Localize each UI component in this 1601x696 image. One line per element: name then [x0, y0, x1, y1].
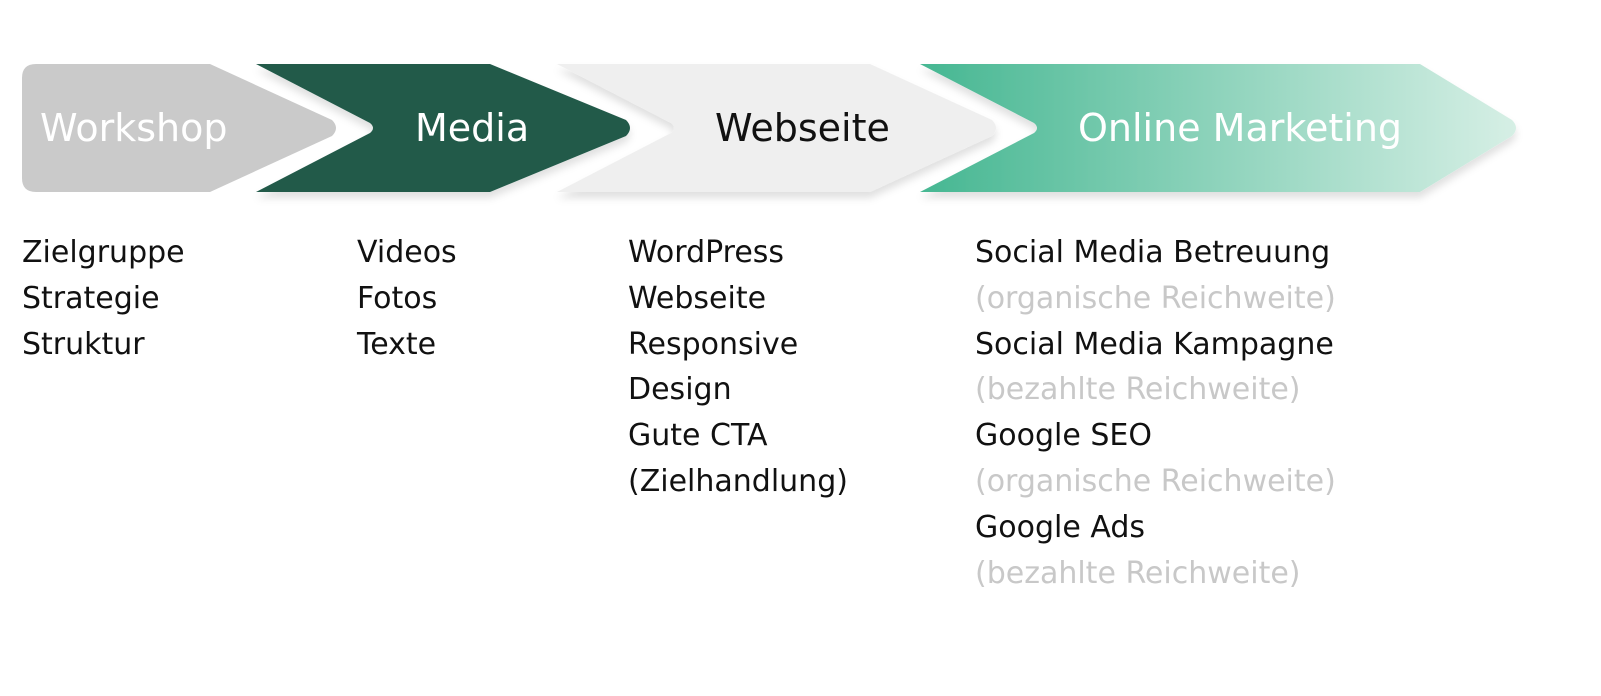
workshop-items: Zielgruppe Strategie Struktur	[22, 230, 185, 367]
list-item-note: (bezahlte Reichweite)	[975, 372, 1301, 408]
list-item: Google Ads	[975, 509, 1145, 545]
chevron-media	[256, 64, 630, 192]
list-item: Gute CTA	[628, 418, 768, 454]
online-marketing-items: Social Media Betreuung (organische Reich…	[975, 230, 1336, 596]
list-item: Design	[628, 372, 732, 408]
list-item-note: (bezahlte Reichweite)	[975, 555, 1301, 591]
step-label-online-marketing: Online Marketing	[1078, 106, 1403, 150]
media-items: Videos Fotos Texte	[357, 230, 457, 367]
webseite-items: WordPress Webseite Responsive Design Gut…	[628, 230, 848, 505]
list-item: Videos	[357, 235, 457, 270]
list-item: Responsive	[628, 326, 799, 362]
chevron-online-marketing	[920, 64, 1516, 192]
list-item: Social Media Betreuung	[975, 235, 1331, 270]
list-item: Social Media Kampagne	[975, 326, 1334, 362]
list-item: Fotos	[357, 280, 438, 316]
list-item: Strategie	[22, 280, 160, 316]
list-item: WordPress	[628, 235, 785, 270]
list-item-note: (organische Reichweite)	[975, 463, 1336, 499]
list-item: (Zielhandlung)	[628, 463, 848, 499]
step-label-webseite: Webseite	[715, 106, 890, 150]
list-item-note: (organische Reichweite)	[975, 280, 1336, 316]
list-item: Zielgruppe	[22, 235, 185, 270]
list-item: Google SEO	[975, 418, 1152, 454]
step-label-workshop: Workshop	[40, 106, 228, 150]
list-item: Texte	[357, 326, 437, 362]
chevron-webseite	[557, 64, 996, 192]
chevron-workshop	[22, 64, 336, 192]
step-label-media: Media	[415, 106, 530, 150]
list-item: Webseite	[628, 280, 767, 316]
list-item: Struktur	[22, 326, 145, 362]
